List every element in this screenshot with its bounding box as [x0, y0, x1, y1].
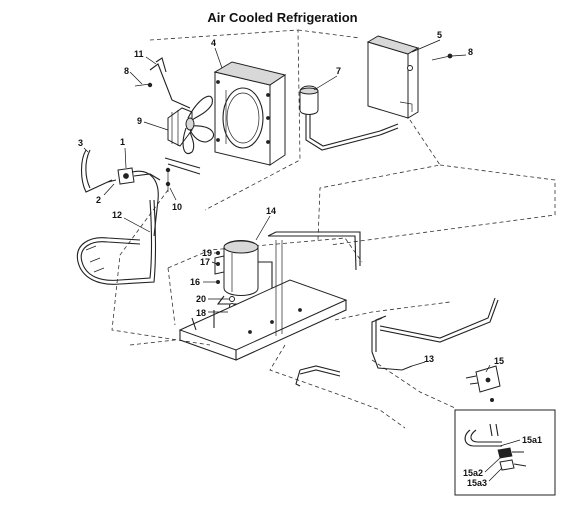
callout-8-left: 8: [124, 66, 129, 76]
mounting-panel: [366, 35, 453, 119]
part-callouts: 1 2 3 4 5 7 8 8 9 10 11 12 13 14 15 16 1…: [78, 30, 542, 488]
callout-15: 15: [494, 356, 504, 366]
callout-15a1: 15a1: [522, 435, 542, 445]
callout-2: 2: [96, 195, 101, 205]
diagram-title: Air Cooled Refrigeration: [207, 10, 358, 25]
callout-10: 10: [172, 202, 182, 212]
callout-9: 9: [137, 116, 142, 126]
pressure-switch: [465, 365, 501, 402]
compressor: [214, 240, 273, 305]
callout-14: 14: [266, 206, 276, 216]
suction-line: [295, 297, 499, 387]
detail-inset: [454, 409, 556, 496]
callout-18: 18: [196, 308, 206, 318]
callout-20: 20: [196, 294, 206, 304]
callout-5: 5: [437, 30, 442, 40]
receiver-drier: [299, 85, 399, 151]
callout-3: 3: [78, 138, 83, 148]
callout-19: 19: [202, 248, 212, 258]
base-chassis: [178, 231, 361, 361]
callout-13: 13: [424, 354, 434, 364]
callout-7: 7: [336, 66, 341, 76]
condenser-coil: [213, 61, 287, 166]
fan-bracket: [134, 57, 201, 192]
callout-11: 11: [134, 49, 144, 59]
callout-15a3: 15a3: [467, 478, 487, 488]
refrigerant-hose: [76, 199, 157, 285]
dashed-assembly-outlines: [111, 29, 556, 429]
pressure-valve: [80, 149, 161, 237]
callout-12: 12: [112, 210, 122, 220]
callout-1: 1: [120, 137, 125, 147]
leader-lines: [83, 39, 521, 482]
callout-8-right: 8: [468, 47, 473, 57]
callout-4: 4: [211, 38, 216, 48]
callout-17: 17: [200, 257, 210, 267]
callout-15a2: 15a2: [463, 468, 483, 478]
fan-motor: [167, 95, 215, 154]
callout-16: 16: [190, 277, 200, 287]
